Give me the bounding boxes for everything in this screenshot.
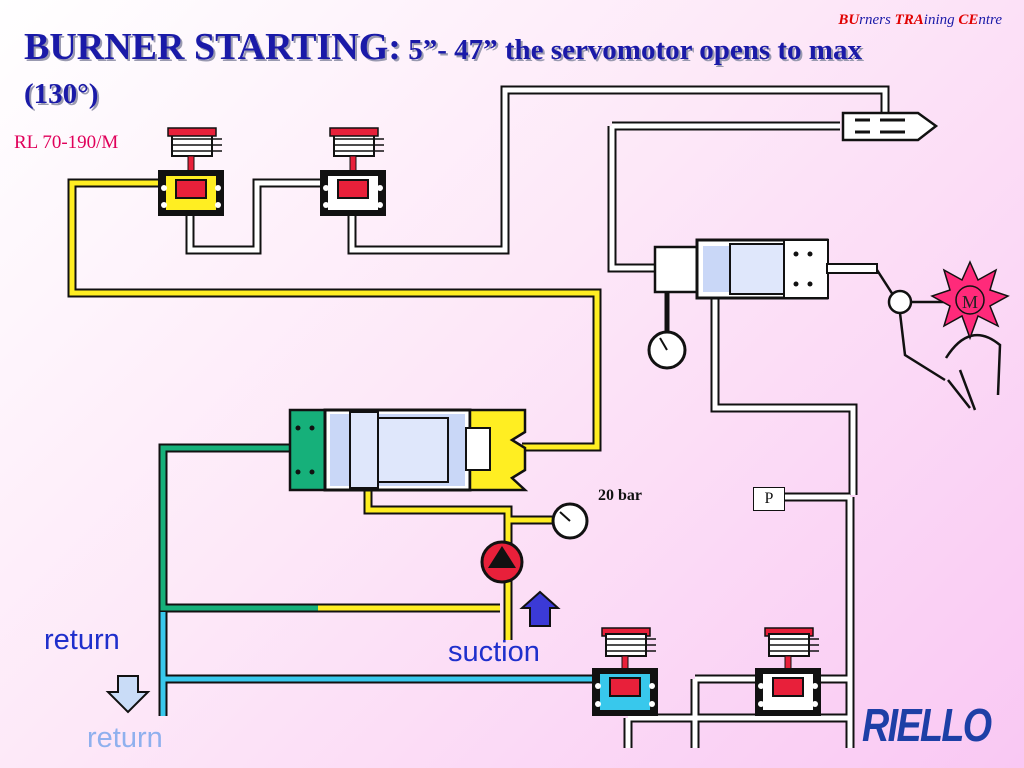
- pressure-gauge-servo: [647, 330, 687, 370]
- brand-caption: BUrners TRAining CEntre: [838, 12, 1002, 29]
- blue-return-line: [158, 612, 598, 716]
- servo-piston: [653, 238, 878, 300]
- suction-arrow-icon: [519, 590, 561, 627]
- return-arrow-icon: [105, 675, 151, 714]
- brand-part: BU: [838, 12, 860, 28]
- pressure-regulator: [288, 408, 529, 492]
- brand-part: ntre: [978, 12, 1002, 28]
- solenoid-valve-top-left: [158, 127, 224, 216]
- model-label: RL 70-190/M: [14, 132, 119, 153]
- brand-part: ining: [923, 12, 959, 28]
- solenoid-valve-bottom-right: [755, 627, 821, 716]
- motor-label: M: [962, 292, 979, 312]
- motor-icon: [930, 260, 1010, 341]
- gear-pump: [480, 540, 524, 584]
- return-label-top: return: [44, 624, 120, 656]
- pressure-gauge-pump: [551, 502, 589, 540]
- title-main: BURNER STARTING:: [24, 26, 401, 68]
- yellow-pressure-line: [67, 178, 602, 640]
- riello-logo: RIELLO: [862, 699, 992, 751]
- brand-part: rners: [859, 12, 895, 28]
- white-nozzle-lines: [185, 85, 890, 748]
- pressure-switch-label: P: [753, 487, 785, 511]
- brand-part: CE: [958, 12, 979, 28]
- green-return-line: [158, 443, 318, 613]
- solenoid-valve-top-right: [320, 127, 386, 216]
- pressure-label: 20 bar: [598, 487, 642, 504]
- title-rest: 5”- 47” the servomotor opens to max (130…: [24, 34, 862, 110]
- page-title: BURNER STARTING: 5”- 47” the servomotor …: [24, 26, 924, 115]
- brand-part: TRA: [894, 12, 924, 28]
- return-label-bottom: return: [87, 722, 163, 754]
- solenoid-valve-bottom-left: [592, 627, 658, 716]
- suction-label: suction: [448, 636, 540, 668]
- nozzle: [841, 111, 939, 142]
